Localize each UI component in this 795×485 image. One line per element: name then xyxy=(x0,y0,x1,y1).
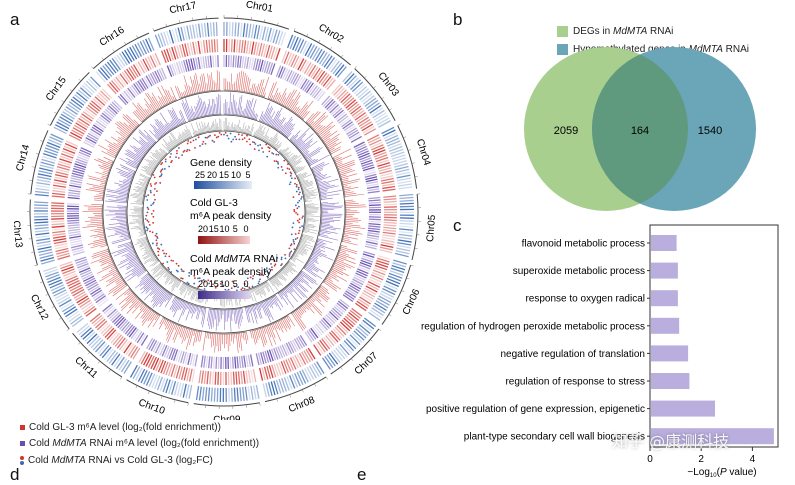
cold-gl3-title-line2: m⁶A peak density xyxy=(190,210,272,222)
gene-density-colorbar xyxy=(194,181,252,189)
cold-rnai-title-line1: Cold MdMTA RNAi xyxy=(190,253,278,265)
bar xyxy=(651,290,678,306)
chromosome-label-chr03: Chr03 xyxy=(375,70,401,99)
legend-text-log2fc: Cold MdMTA RNAi vs Cold GL-3 (log₂FC) xyxy=(28,455,213,466)
category-label: superoxide metabolic process xyxy=(513,266,645,277)
cold-rnai-colorbar xyxy=(198,291,250,299)
legend-tick: 0 xyxy=(243,224,248,234)
chromosome-label-chr12: Chr12 xyxy=(28,293,50,323)
legend-tick: 10 xyxy=(219,224,229,234)
legend-swatch-red-blue xyxy=(20,456,24,465)
x-tick-label: 4 xyxy=(750,454,756,465)
venn-count-overlap: 164 xyxy=(631,125,649,137)
chromosome-label-chr08: Chr08 xyxy=(287,395,317,416)
legend-tick: 5 xyxy=(233,279,238,289)
chromosome-label-chr07: Chr07 xyxy=(353,350,381,377)
legend-tick: 5 xyxy=(245,170,250,180)
legend-cold-gl3-level: Cold GL-3 m⁶A level (log₂(fold enrichmen… xyxy=(20,422,221,433)
venn-count-hypo-only: 1540 xyxy=(698,125,722,137)
category-label: negative regulation of translation xyxy=(500,349,645,360)
chromosome-label-chr09: Chr09 xyxy=(213,414,241,420)
panel-letter-e: e xyxy=(357,465,366,485)
chromosome-label-chr01: Chr01 xyxy=(245,0,274,15)
chromosome-arc xyxy=(265,377,326,402)
chromosome-label-chr04: Chr04 xyxy=(414,138,432,168)
x-tick-label: 2 xyxy=(698,454,704,465)
category-label: flavonoid metabolic process xyxy=(522,239,645,250)
circos-plot: Chr01Chr02Chr03Chr04Chr05Chr06Chr07Chr08… xyxy=(14,0,444,420)
bar xyxy=(651,263,678,279)
category-label: regulation of response to stress xyxy=(505,377,645,388)
chromosome-arc xyxy=(154,18,219,31)
category-label: positive regulation of gene expression, … xyxy=(426,404,645,415)
legend-swatch-purple xyxy=(20,441,25,446)
cold-rnai-title-line2: m⁶A peak density xyxy=(190,266,272,278)
bar xyxy=(651,401,715,417)
chromosome-label-chr11: Chr11 xyxy=(72,355,99,381)
x-axis-label: −Log10(P value) xyxy=(687,467,756,479)
chromosome-label-chr13: Chr13 xyxy=(14,220,24,249)
gene-density-title: Gene density xyxy=(190,157,253,169)
bar xyxy=(651,318,679,334)
category-label: response to oxygen radical xyxy=(525,294,645,305)
legend-tick: 20 xyxy=(198,224,208,234)
chromosome-label-chr15: Chr15 xyxy=(44,75,69,104)
legend-tick: 5 xyxy=(233,224,238,234)
cold-gl3-title-line1: Cold GL-3 xyxy=(190,197,238,209)
legend-tick: 20 xyxy=(198,279,208,289)
legend-log2fc: Cold MdMTA RNAi vs Cold GL-3 (log₂FC) xyxy=(20,455,213,466)
venn-diagram: 2059 164 1540 xyxy=(458,0,795,220)
bar xyxy=(651,235,677,251)
legend-tick: 15 xyxy=(209,224,219,234)
chromosome-label-chr16: Chr16 xyxy=(98,25,127,49)
chromosome-arc xyxy=(194,403,260,406)
legend-swatch-red xyxy=(20,425,25,430)
bar xyxy=(651,373,689,389)
bar-group xyxy=(647,235,774,444)
legend-tick: 10 xyxy=(231,170,241,180)
legend-tick: 25 xyxy=(195,170,205,180)
legend-text-cold-rnai: Cold MdMTA RNAi m⁶A level (log₂(fold enr… xyxy=(29,438,259,449)
legend-text-cold-gl3: Cold GL-3 m⁶A level (log₂(fold enrichmen… xyxy=(29,422,221,433)
venn-count-degs-only: 2059 xyxy=(554,125,578,137)
chromosome-label-chr10: Chr10 xyxy=(137,397,167,417)
panel-letter-d: d xyxy=(10,465,19,485)
legend-tick: 15 xyxy=(219,170,229,180)
category-labels: flavonoid metabolic process superoxide me… xyxy=(421,239,645,443)
chromosome-label-chr14: Chr14 xyxy=(14,143,32,173)
legend-tick: 20 xyxy=(207,170,217,180)
bar xyxy=(651,345,688,361)
x-tick-label: 0 xyxy=(647,454,653,465)
legend-cold-rnai-level: Cold MdMTA RNAi m⁶A level (log₂(fold enr… xyxy=(20,438,259,449)
legend-tick: 15 xyxy=(209,279,219,289)
chromosome-label-chr17: Chr17 xyxy=(169,0,198,16)
legend-tick: 10 xyxy=(219,279,229,289)
chromosome-label-chr02: Chr02 xyxy=(316,22,345,46)
watermark: 知乎 @康测科技 xyxy=(612,428,729,452)
legend-tick: 0 xyxy=(243,279,248,289)
category-label: regulation of hydrogen peroxide metaboli… xyxy=(421,321,645,332)
cold-gl3-colorbar xyxy=(198,236,250,244)
